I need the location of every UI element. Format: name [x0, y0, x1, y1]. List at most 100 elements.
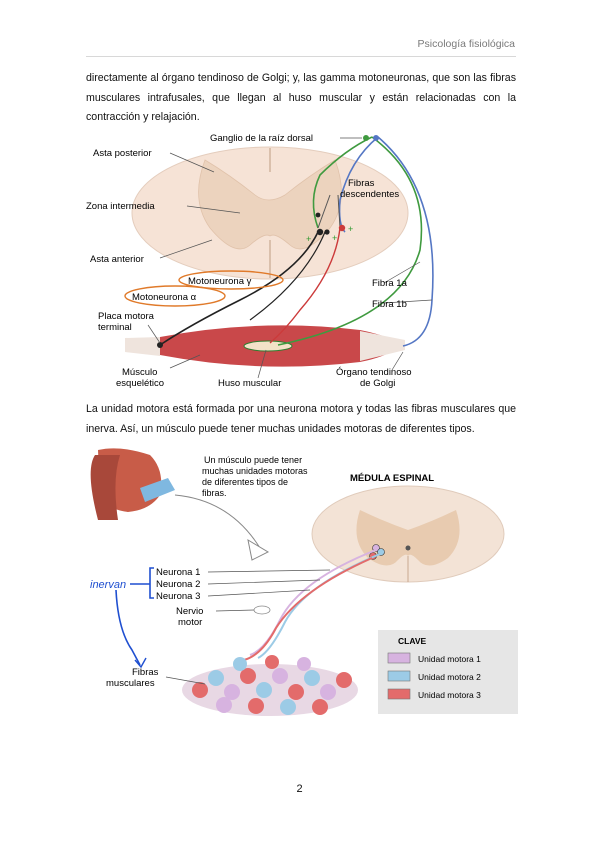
- alpha-motoneuron-axon-2: [249, 231, 326, 321]
- muscle-tendon-right: [360, 331, 405, 361]
- gamma-motoneuron-soma: [338, 224, 346, 232]
- arm-forearm: [90, 455, 120, 520]
- fiber-1a: [277, 136, 423, 346]
- gray-matter: [198, 159, 342, 250]
- label-callout-1: Un músculo puede tener: [204, 455, 302, 465]
- fiber-blue-in: [338, 136, 379, 233]
- label-clave: CLAVE: [398, 636, 427, 646]
- leader-neurona-2: [207, 579, 321, 585]
- neuron-3-soma: [369, 552, 377, 560]
- label-nervio-1: Nervio: [176, 606, 203, 617]
- circle-gamma: [178, 270, 284, 290]
- label-ganglio: Ganglio de la raíz dorsal: [210, 133, 313, 144]
- paragraph-2: La unidad motora está formada por una ne…: [86, 403, 516, 435]
- label-organo-2: de Golgi: [360, 378, 395, 389]
- skeletal-muscle: [125, 325, 400, 367]
- label-fibras-1: Fibras: [132, 667, 159, 678]
- label-motoneurona-alfa: Motoneurona α: [132, 292, 197, 303]
- leader-fibras: [165, 676, 206, 685]
- spinal-cord-2: [311, 485, 505, 583]
- label-fibra-1a: Fibra 1a: [372, 278, 408, 289]
- key-swatch-1: [387, 652, 411, 664]
- label-fibras-2: musculares: [106, 678, 155, 689]
- label-unidad-3: Unidad motora 3: [418, 690, 481, 700]
- label-medula: MÉDULA ESPINAL: [350, 473, 434, 484]
- leader-neurona-3: [207, 589, 311, 597]
- muscle-tendon-left: [125, 337, 160, 356]
- end-plate-icon: [157, 342, 163, 348]
- label-neurona-1: Neurona 1: [156, 567, 200, 578]
- label-zona-intermedia: Zona intermedia: [86, 201, 155, 212]
- nerve-sheath: [253, 605, 271, 615]
- plus-sign: +: [306, 234, 311, 244]
- descending-soma: [315, 212, 321, 218]
- label-neurona-2: Neurona 2: [156, 579, 200, 590]
- fiber-green-in: [312, 136, 373, 229]
- label-callout-2: muchas unidades motoras: [202, 466, 308, 476]
- neuron-1-soma: [372, 544, 380, 552]
- nerve-3: [243, 557, 373, 661]
- handwritten-arrow-head-icon: [134, 657, 147, 669]
- gamma-motoneuron-axon: [269, 227, 341, 344]
- interneuron-soma: [324, 229, 330, 235]
- handwritten-inervan: inervan: [90, 579, 126, 591]
- arm-arrow-line: [174, 494, 261, 549]
- key-swatch-2: [387, 670, 411, 682]
- label-neurona-3: Neurona 3: [156, 591, 200, 602]
- leader-huso: [257, 349, 267, 379]
- leader-musculo: [169, 354, 201, 369]
- label-huso: Huso muscular: [218, 378, 281, 389]
- ganglion-neuron-green: [363, 135, 369, 141]
- muscle-spindle: [243, 340, 293, 352]
- label-unidad-1: Unidad motora 1: [418, 654, 481, 664]
- label-callout-4: fibras.: [202, 488, 227, 498]
- plus-sign-2: +: [348, 224, 353, 234]
- descending-fiber-2: [337, 194, 341, 229]
- circle-alpha: [124, 285, 226, 307]
- leader-nervio: [215, 609, 255, 612]
- label-callout-3: de diferentes tipos de: [202, 477, 288, 487]
- label-motoneurona-gamma: Motoneurona γ: [188, 276, 252, 287]
- nerve-2: [257, 553, 381, 659]
- leader-asta-posterior: [169, 152, 215, 173]
- muscle-fiber-bundle: [182, 655, 358, 716]
- label-nervio-2: motor: [178, 617, 202, 628]
- leader-neurona-1: [207, 569, 331, 573]
- key-swatch-3: [387, 688, 411, 700]
- label-musculo-1: Músculo: [122, 367, 157, 378]
- paragraph-1: directamente al órgano tendinoso de Golg…: [86, 72, 516, 123]
- arm-marker: [140, 478, 175, 502]
- header-title: Psicología fisiológica: [417, 38, 515, 50]
- ganglion-neuron-blue: [373, 135, 379, 141]
- label-unidad-2: Unidad motora 2: [418, 672, 481, 682]
- leader-placa: [147, 324, 161, 344]
- spinal-cord-section: [131, 146, 409, 280]
- leader-1a: [383, 261, 421, 284]
- label-musculo-2: esquelético: [116, 378, 164, 389]
- handwritten-bracket: [149, 567, 154, 599]
- header-rule: [86, 56, 516, 57]
- label-fibras-2: descendentes: [340, 189, 399, 200]
- fiber-1b: [377, 136, 434, 347]
- alpha-motoneuron-soma: [316, 228, 324, 236]
- label-organo-1: Órgano tendinoso: [336, 367, 412, 378]
- leader-organo: [391, 351, 404, 371]
- page-number: 2: [296, 783, 303, 795]
- label-placa-1: Placa motora: [98, 311, 155, 322]
- label-placa-2: terminal: [98, 322, 132, 333]
- key-box: [378, 630, 518, 714]
- gray-matter-2: [356, 510, 460, 566]
- arrow-head-icon: [247, 538, 270, 561]
- descending-fiber-1: [317, 194, 331, 229]
- handwritten-arrow: [115, 589, 141, 666]
- label-fibra-1b: Fibra 1b: [372, 299, 407, 310]
- label-fibras-1: Fibras: [348, 178, 375, 189]
- arm-biceps: [98, 448, 162, 512]
- plus-sign-3: +: [332, 233, 337, 243]
- leader-1b: [383, 299, 433, 304]
- leader-zona: [186, 205, 241, 214]
- central-canal: [405, 545, 411, 551]
- label-asta-posterior: Asta posterior: [93, 148, 152, 159]
- nerve-1: [249, 549, 377, 656]
- leader-asta-anterior: [159, 239, 213, 259]
